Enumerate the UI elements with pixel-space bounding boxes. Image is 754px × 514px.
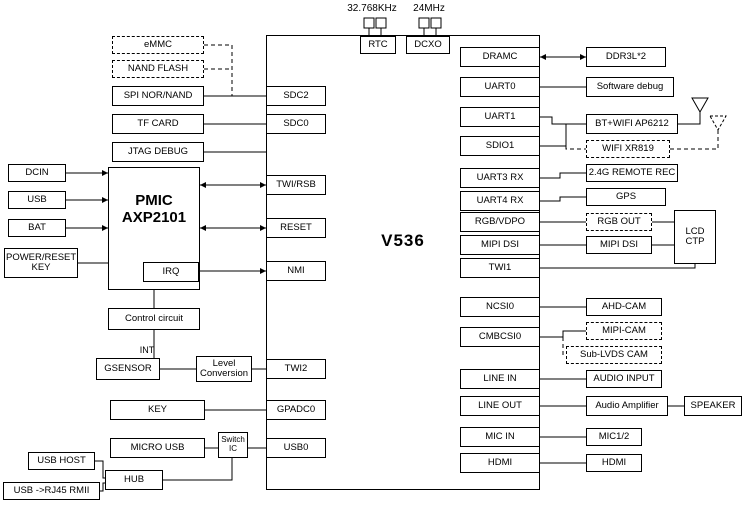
port-mic-in: MIC IN [460, 427, 540, 447]
rtc-block: RTC [360, 36, 396, 54]
audio-input-box: AUDIO INPUT [586, 370, 662, 388]
wifi-antenna-icon [691, 97, 709, 114]
port-twi1: TWI1 [460, 258, 540, 278]
port-cmbcsi0: CMBCSI0 [460, 327, 540, 347]
spi-nor-nand-box: SPI NOR/NAND [112, 86, 204, 106]
rtc-crystal-icon [363, 17, 387, 29]
tf-card-box: TF CARD [112, 114, 204, 134]
port-twi2: TWI2 [266, 359, 326, 379]
dcxo-block: DCXO [406, 36, 450, 54]
mipi-cam-box: MIPI-CAM [586, 322, 662, 340]
control-circuit-box: Control circuit [108, 308, 200, 330]
dcxo-crystal-icon [418, 17, 442, 29]
software-debug-box: Software debug [586, 77, 674, 97]
wifi-antenna-dashed-icon [709, 115, 727, 132]
port-sdc0: SDC0 [266, 114, 326, 134]
usb-host-box: USB HOST [28, 452, 95, 470]
pmic-box: PMIC AXP2101 IRQ [108, 167, 200, 290]
int-label: INT [139, 345, 155, 355]
wifi-xr819-box: WIFI XR819 [586, 140, 670, 158]
port-ncsi0: NCSI0 [460, 297, 540, 317]
sub-lvds-cam-box: Sub-LVDS CAM [566, 346, 662, 364]
pmic-label: PMIC AXP2101 [121, 192, 187, 227]
usb-rj45-rmii-box: USB ->RJ45 RMII [3, 482, 100, 500]
ahd-cam-box: AHD-CAM [586, 298, 662, 316]
port-reset: RESET [266, 218, 326, 238]
port-line-out: LINE OUT [460, 396, 540, 416]
port-mipi-dsi: MIPI DSI [460, 235, 540, 255]
speaker-box: SPEAKER [684, 396, 742, 416]
port-sdio1: SDIO1 [460, 136, 540, 156]
port-gpadc0: GPADC0 [266, 400, 326, 420]
emmc-box: eMMC [112, 36, 204, 54]
mipi-dsi-panel-box: MIPI DSI [586, 236, 652, 254]
gps-box: GPS [586, 188, 666, 206]
irq-box: IRQ [143, 262, 199, 282]
ddr3l-box: DDR3L*2 [586, 47, 666, 67]
port-twi-rsb: TWI/RSB [266, 175, 326, 195]
port-nmi: NMI [266, 261, 326, 281]
jtag-debug-box: JTAG DEBUG [112, 142, 204, 162]
rtc-crystal-label: 32.768KHz [347, 3, 397, 14]
port-uart4-rx: UART4 RX [460, 191, 540, 211]
port-dramc: DRAMC [460, 47, 540, 67]
bat-box: BAT [8, 219, 66, 237]
usb-box: USB [8, 191, 66, 209]
mic12-box: MIC1/2 [586, 428, 642, 446]
port-uart1: UART1 [460, 107, 540, 127]
key-box: KEY [110, 400, 205, 420]
port-usb0: USB0 [266, 438, 326, 458]
remote-rec-box: 2.4G REMOTE REC [586, 164, 678, 182]
port-hdmi: HDMI [460, 453, 540, 473]
audio-amplifier-box: Audio Amplifier [586, 396, 668, 416]
hub-box: HUB [105, 470, 163, 490]
port-sdc2: SDC2 [266, 86, 326, 106]
dcxo-crystal-label: 24MHz [413, 3, 445, 14]
hdmi-sink-box: HDMI [586, 454, 642, 472]
nand-flash-box: NAND FLASH [112, 60, 204, 78]
bt-wifi-box: BT+WIFI AP6212 [586, 114, 678, 134]
port-rgb-vdpo: RGB/VDPO [460, 212, 540, 232]
gsensor-box: GSENSOR [96, 358, 160, 380]
micro-usb-box: MICRO USB [110, 438, 205, 458]
port-uart0: UART0 [460, 77, 540, 97]
rgb-out-box: RGB OUT [586, 213, 652, 231]
port-line-in: LINE IN [460, 369, 540, 389]
power-reset-key-box: POWER/RESET KEY [4, 248, 78, 278]
dcin-box: DCIN [8, 164, 66, 182]
lcd-ctp-box: LCD CTP [674, 210, 716, 264]
switch-ic-box: Switch IC [218, 432, 248, 458]
level-conversion-box: Level Conversion [196, 356, 252, 382]
port-uart3-rx: UART3 RX [460, 168, 540, 188]
